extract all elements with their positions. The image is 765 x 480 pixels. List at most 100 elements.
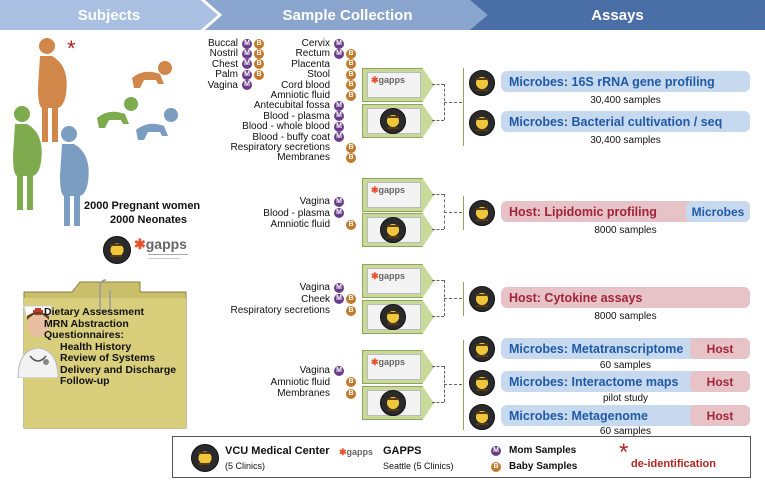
bracket-line <box>463 196 464 230</box>
sample-label: Amniotic fluid <box>270 90 330 101</box>
records-folder-icon <box>23 279 187 429</box>
folder-line: Questionnaires: <box>44 329 124 341</box>
gapps-star-icon: ✱ <box>134 236 146 252</box>
folder-line: Review of Systems <box>60 352 156 364</box>
assay-16s-rrna: Microbes: 16S rRNA gene profiling <box>501 71 750 92</box>
legend-baby: Baby Samples <box>509 461 578 472</box>
assay-count: 60 samples <box>599 426 652 437</box>
legend-deidentification: de-identification <box>631 458 716 470</box>
mom-badge-icon: M <box>334 132 344 143</box>
pregnant-woman-blue-icon <box>60 126 89 226</box>
sample-label: Buccal <box>207 38 238 49</box>
site-logo-box <box>367 354 421 380</box>
mom-badge-icon: M <box>242 59 252 70</box>
site-logo-box <box>367 72 421 98</box>
mom-badge-icon: M <box>242 38 252 49</box>
gapps-site-arrow <box>362 68 434 102</box>
assay-count: 8000 samples <box>594 225 657 236</box>
pregnant-woman-orange-icon <box>38 38 67 142</box>
sample-label: Nostril <box>209 48 238 60</box>
connector <box>432 402 444 403</box>
mom-badge-icon: M <box>334 294 344 304</box>
vcu-seal-icon <box>469 200 495 226</box>
mom-badge-icon: M <box>334 196 344 207</box>
vcu-seal-icon <box>380 304 406 330</box>
sample-label: Cord blood <box>281 79 330 91</box>
mom-badge-icon: M <box>334 38 344 49</box>
gapps-logo-text: gapps <box>378 271 406 281</box>
baby-badge-icon: B <box>346 80 356 91</box>
bracket-line <box>463 68 464 146</box>
vcu-seal-icon <box>469 70 495 96</box>
header-subjects-label: Subjects <box>77 6 141 24</box>
gapps-logo: ✱gapps <box>371 185 405 196</box>
connector <box>444 384 462 385</box>
baby-badge-icon: B <box>491 462 501 472</box>
mom-badge-icon: M <box>334 208 344 218</box>
connector <box>444 194 445 229</box>
mom-badge-icon: M <box>491 446 501 456</box>
vcu-seal-icon <box>469 286 495 312</box>
baby-badge-icon: B <box>254 38 264 49</box>
mom-badge-icon: M <box>334 282 344 293</box>
gapps-star-icon: ✱ <box>371 185 379 195</box>
assay-metatranscriptome: Microbes: Metatranscriptome <box>501 338 750 359</box>
assay-tag-microbes: Microbes <box>686 201 750 222</box>
sample-label: Membranes <box>277 152 330 164</box>
gapps-tagline-line <box>148 254 188 255</box>
gapps-logo-text: gapps <box>378 75 406 85</box>
baby-badge-icon: B <box>346 69 356 80</box>
vcu-seal-icon <box>380 217 406 243</box>
gapps-star-icon: ✱ <box>371 75 379 85</box>
sample-label: Rectum <box>295 48 330 60</box>
sample-label: Vagina <box>207 79 238 91</box>
mom-badge-icon: M <box>242 69 252 80</box>
sample-label: Vagina <box>299 196 330 207</box>
pregnant-woman-green-icon <box>13 106 42 210</box>
sample-label: Respiratory secretions <box>230 305 330 316</box>
assay-metagenome: Microbes: Metagenome <box>501 405 750 426</box>
bracket-line <box>463 282 464 316</box>
baby-badge-icon: B <box>346 388 356 399</box>
subjects-neonates-count: 2000 Neonates <box>110 214 188 226</box>
baby-badge-icon: B <box>346 90 356 101</box>
assay-count: pilot study <box>602 393 649 404</box>
sample-label: Amniotic fluid <box>270 219 330 230</box>
assay-label: Microbes: 16S rRNA gene profiling <box>509 74 715 89</box>
baby-badge-icon: B <box>346 48 356 59</box>
gapps-logo-text: gapps <box>145 236 187 252</box>
legend-gapps-logo: ✱gapps <box>339 447 373 458</box>
assay-cytokine: Host: Cytokine assays <box>501 287 750 308</box>
mom-badge-icon: M <box>334 111 344 122</box>
assay-label: Microbes: Metagenome <box>509 408 648 423</box>
connector <box>444 212 462 213</box>
baby-badge-icon: B <box>254 69 264 80</box>
connector <box>432 366 444 367</box>
sample-label: Respiratory secretions <box>230 142 330 153</box>
sample-label: Amniotic fluid <box>270 376 330 388</box>
header-sample-collection: Sample Collection <box>205 0 490 30</box>
sample-label: Cheek <box>301 293 330 305</box>
legend-gapps-logo-text: gapps <box>346 447 374 457</box>
gapps-logo: ✱gapps <box>134 236 187 253</box>
connector <box>444 298 462 299</box>
assay-label: Microbes: Interactome maps <box>509 374 679 389</box>
baby-badge-icon: B <box>346 152 356 163</box>
assay-label: Host: Cytokine assays <box>509 290 643 305</box>
legend-gapps: GAPPS <box>383 445 422 457</box>
assay-label: Microbes: Metatranscriptome <box>509 341 684 356</box>
nurse-icon <box>17 305 59 378</box>
header-subjects: Subjects <box>0 0 218 30</box>
baby-badge-icon: B <box>254 59 264 70</box>
gapps-site-arrow <box>362 178 434 212</box>
baby-badge-icon: B <box>254 48 264 59</box>
vcu-seal-icon <box>469 110 495 136</box>
sample-label: Blood - plasma <box>263 207 330 219</box>
vcu-seal-icon <box>469 404 495 430</box>
baby-badge-icon: B <box>346 219 356 230</box>
site-logo-box <box>367 268 421 294</box>
sample-label: Antecubital fossa <box>253 100 330 112</box>
legend-mom: Mom Samples <box>509 445 577 456</box>
assay-label: Host: Lipidomic profiling <box>509 204 657 219</box>
sample-label: Membranes <box>277 388 330 399</box>
